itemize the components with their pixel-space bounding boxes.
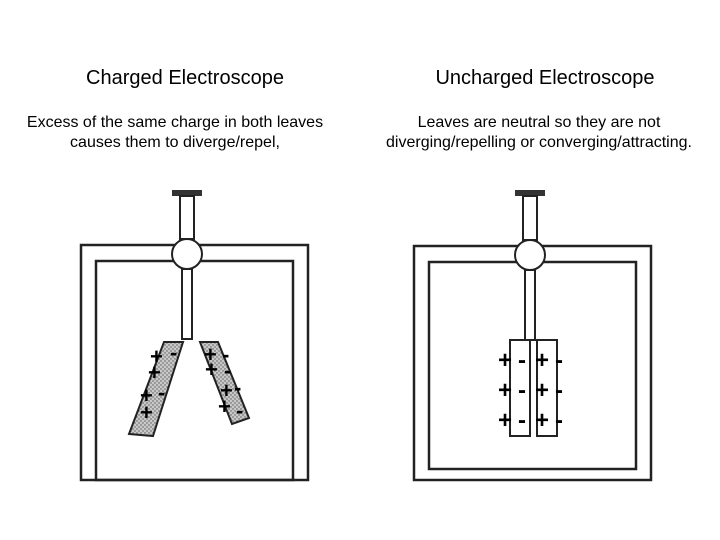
plus-sign: + <box>535 407 549 434</box>
minus-sign: - <box>234 375 241 400</box>
uncharged-knob-cap <box>515 190 545 196</box>
uncharged-electroscope: + - + - + - + - + - + - <box>412 190 653 482</box>
minus-sign: - <box>236 398 243 423</box>
plus-sign: + <box>140 400 153 425</box>
charged-electroscope-title: Charged Electroscope <box>86 67 284 89</box>
plus-sign: + <box>140 383 153 408</box>
minus-sign: - <box>518 347 526 374</box>
uncharged-description-line-2: diverging/repelling or converging/attrac… <box>386 134 692 151</box>
plus-sign: + <box>498 347 512 374</box>
charged-knob-cap <box>172 190 202 196</box>
plus-sign: + <box>218 394 231 419</box>
plus-sign: + <box>220 378 233 403</box>
plus-sign: + <box>148 360 161 385</box>
uncharged-rod-lower <box>524 269 536 341</box>
minus-sign: - <box>158 380 165 405</box>
minus-sign: - <box>224 358 231 383</box>
minus-sign: - <box>518 407 526 434</box>
plus-sign: + <box>535 347 549 374</box>
minus-sign: - <box>222 342 229 367</box>
plus-sign: + <box>150 344 163 369</box>
charged-description-line-1: Excess of the same charge in both leaves <box>26 114 324 131</box>
plus-sign: + <box>498 377 512 404</box>
plus-sign: + <box>535 377 549 404</box>
plus-sign: + <box>204 342 217 367</box>
minus-sign: - <box>555 407 563 434</box>
uncharged-rod-upper <box>522 195 538 241</box>
charged-stopper <box>171 238 203 270</box>
charged-description-line-2: causes them to diverge/repel, <box>70 134 280 151</box>
minus-sign: - <box>555 347 563 374</box>
uncharged-leaf-left <box>509 339 531 437</box>
charged-electroscope: + - + + - + + - + - + - + - <box>79 190 310 482</box>
charged-leaf-right <box>198 341 251 426</box>
charged-rod-lower <box>181 268 193 340</box>
charged-leaf-left <box>127 341 185 438</box>
minus-sign: - <box>518 377 526 404</box>
uncharged-leaf-right <box>536 339 558 437</box>
plus-sign: + <box>205 357 218 382</box>
charged-electroscope-description: Excess of the same charge in both leaves… <box>0 113 350 153</box>
uncharged-electroscope-title: Uncharged Electroscope <box>435 67 655 89</box>
charged-rod-upper <box>179 195 195 240</box>
charged-case <box>79 243 310 482</box>
uncharged-electroscope-description: Leaves are neutral so they are not diver… <box>358 113 720 153</box>
plus-sign: + <box>498 407 512 434</box>
minus-sign: - <box>170 340 177 365</box>
minus-sign: - <box>555 377 563 404</box>
uncharged-stopper <box>514 239 546 271</box>
uncharged-description-line-1: Leaves are neutral so they are not <box>417 114 661 131</box>
